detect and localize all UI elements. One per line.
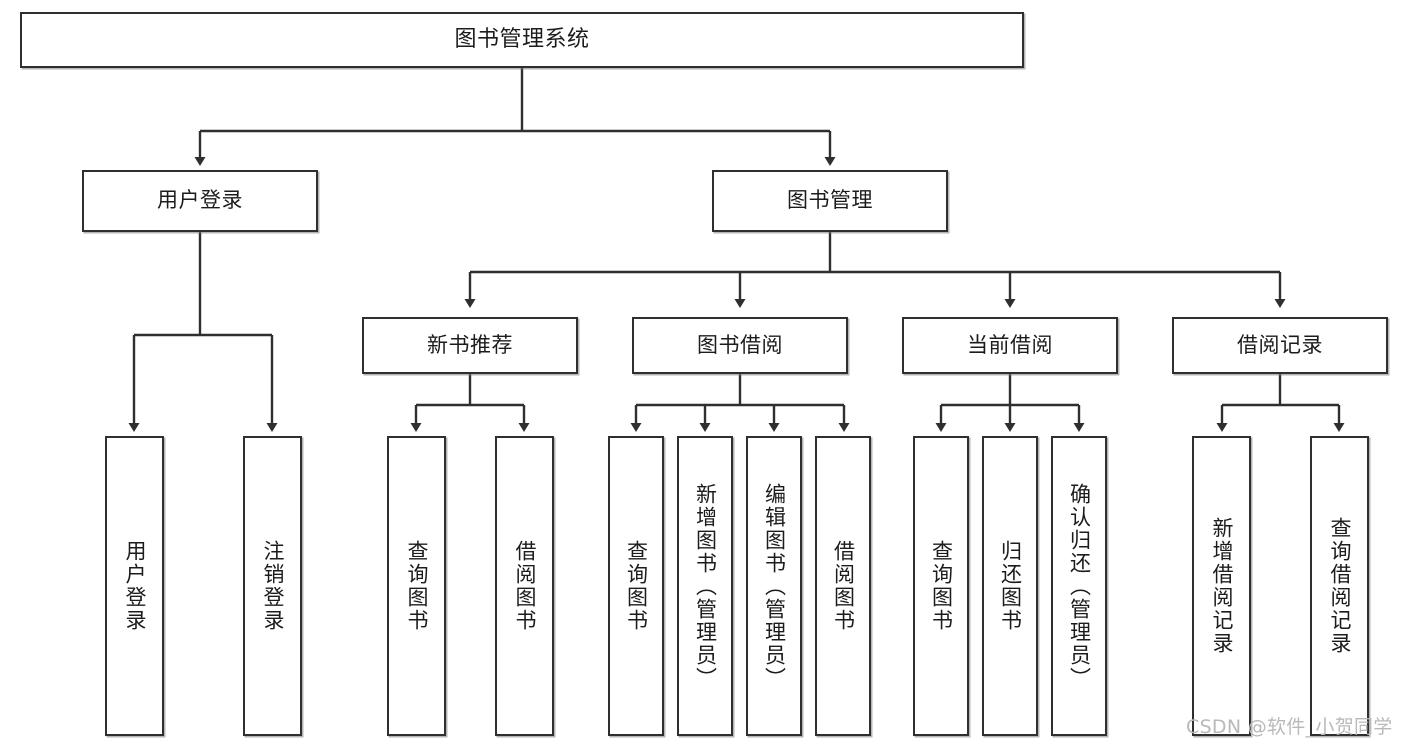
leaf-bookborrow-add-book[interactable]: 新增图书（管理员） [677,436,733,736]
node-label: 新增图书（管理员） [693,482,718,690]
node-label: 查询图书 [624,540,649,632]
leaf-bookborrow-query-book[interactable]: 查询图书 [608,436,664,736]
node-label: 图书借阅 [697,332,783,357]
node-borrow-record[interactable]: 借阅记录 [1172,317,1388,374]
node-label: 新增借阅记录 [1210,517,1234,655]
node-book-borrow[interactable]: 图书借阅 [632,317,848,374]
node-label: 图书管理系统 [454,26,590,52]
node-label: 编辑图书（管理员） [762,482,787,690]
node-user-login[interactable]: 用户登录 [82,170,318,232]
leaf-user-login[interactable]: 用户登录 [105,436,164,736]
node-label: 确认归还（管理员） [1067,482,1092,690]
node-label: 查询图书 [405,540,429,632]
node-label: 用户登录 [123,540,147,632]
node-label: 借阅图书 [513,540,537,632]
leaf-newbook-query-book[interactable]: 查询图书 [387,436,446,736]
leaf-borrowrecord-add-record[interactable]: 新增借阅记录 [1192,436,1251,736]
leaf-currentborrow-query-book[interactable]: 查询图书 [913,436,969,736]
node-root-system[interactable]: 图书管理系统 [20,12,1024,68]
node-label: 注销登录 [261,540,285,632]
node-label: 当前借阅 [967,332,1053,357]
leaf-borrowrecord-query-record[interactable]: 查询借阅记录 [1310,436,1369,736]
node-label: 借阅记录 [1237,332,1323,357]
node-label: 用户登录 [157,188,243,213]
leaf-bookborrow-borrow-book[interactable]: 借阅图书 [815,436,871,736]
node-label: 查询图书 [929,540,954,632]
node-current-borrow[interactable]: 当前借阅 [902,317,1118,374]
node-new-book-recommend[interactable]: 新书推荐 [362,317,578,374]
node-label: 查询借阅记录 [1328,517,1352,655]
node-label: 归还图书 [998,540,1023,632]
leaf-currentborrow-return-book[interactable]: 归还图书 [982,436,1038,736]
node-label: 新书推荐 [427,332,513,357]
node-label: 图书管理 [787,188,873,213]
leaf-newbook-borrow-book[interactable]: 借阅图书 [495,436,554,736]
leaf-bookborrow-edit-book[interactable]: 编辑图书（管理员） [746,436,802,736]
node-book-management[interactable]: 图书管理 [712,170,948,232]
node-label: 借阅图书 [831,540,856,632]
leaf-logout[interactable]: 注销登录 [243,436,302,736]
leaf-currentborrow-confirm-return[interactable]: 确认归还（管理员） [1051,436,1107,736]
